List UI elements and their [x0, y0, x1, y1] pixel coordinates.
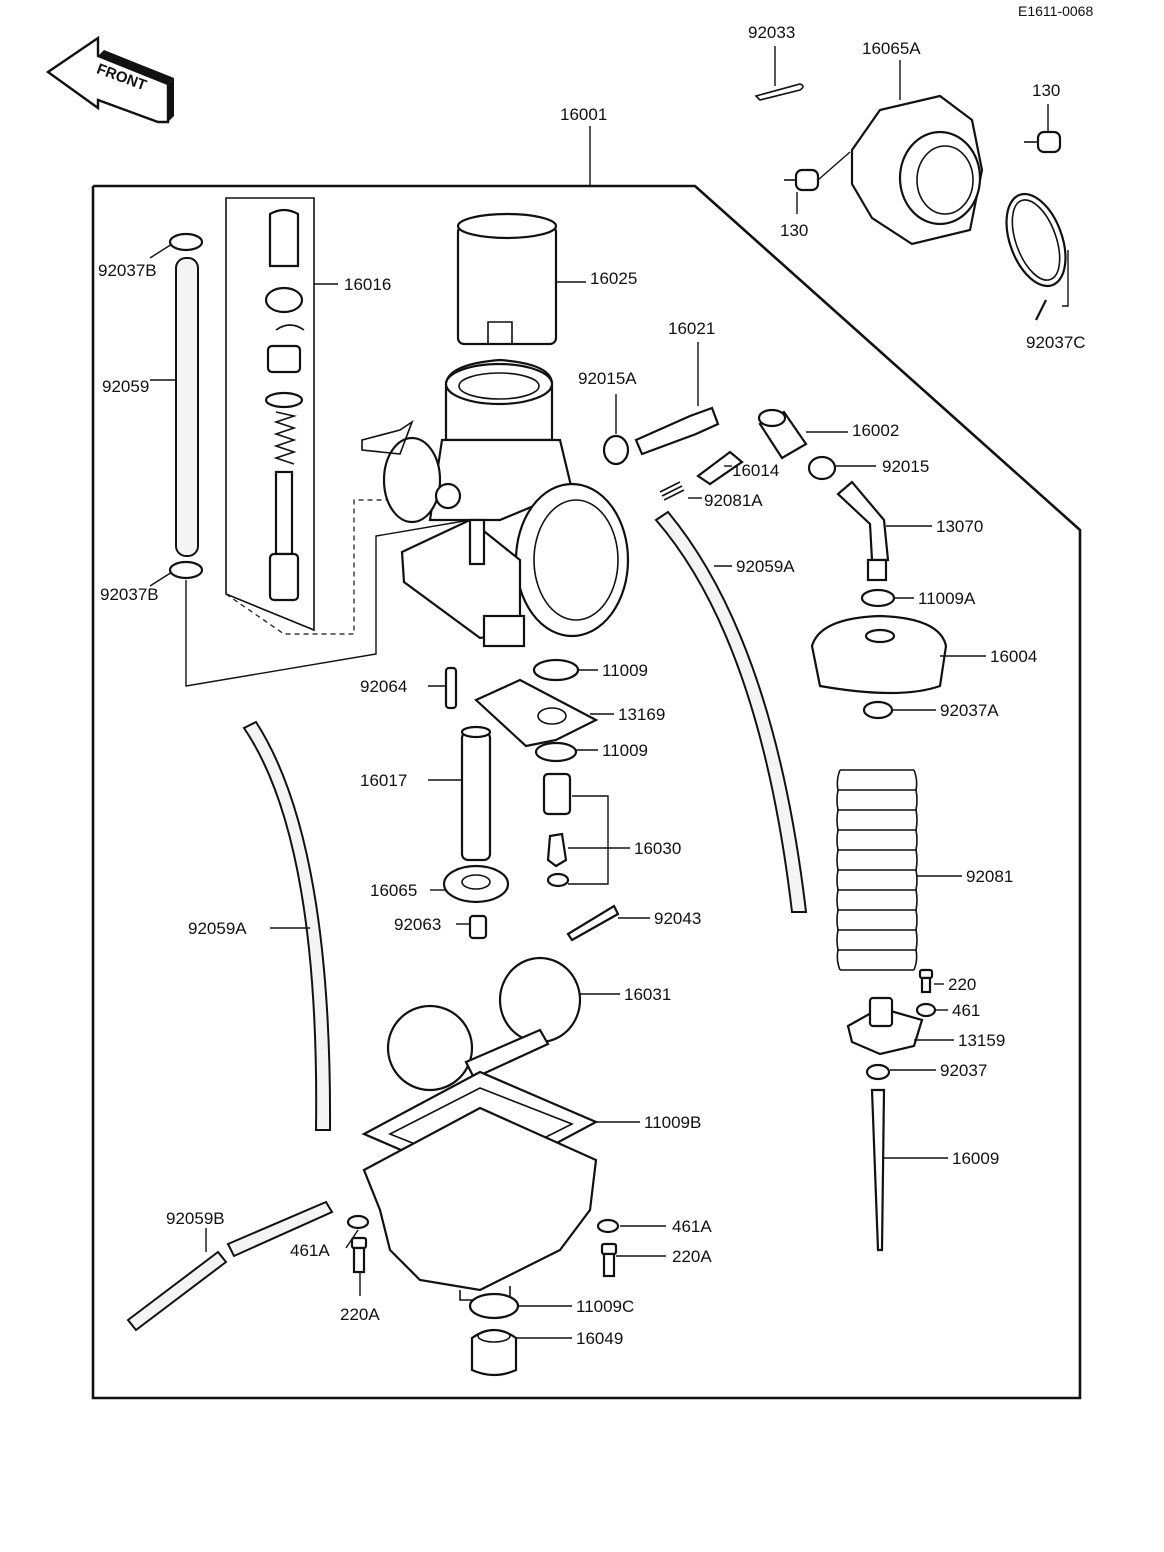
label-92081: 92081	[966, 867, 1013, 886]
float-16031-icon	[386, 956, 620, 1092]
washer-461A-left-icon	[345, 1214, 370, 1249]
label-461A-left: 461A	[290, 1241, 330, 1260]
adjuster-16014-icon	[696, 450, 744, 486]
clip-92037B-bottom-icon	[149, 519, 471, 687]
tube-92059A-right-icon	[654, 510, 808, 913]
nut-92015A-icon	[602, 394, 630, 466]
label-16021: 16021	[668, 319, 715, 338]
label-130-top: 130	[1032, 81, 1060, 100]
label-11009-top: 11009	[602, 661, 648, 680]
label-461: 461	[952, 1001, 980, 1020]
tube-92059-icon	[150, 257, 199, 557]
label-16017: 16017	[360, 771, 407, 790]
carburetor-body-icon	[361, 358, 630, 648]
spring-92081A-icon	[659, 481, 702, 501]
washer-461A-right-icon	[596, 1218, 666, 1234]
tube-92059A-left-icon	[242, 720, 332, 1131]
label-16004: 16004	[990, 647, 1037, 666]
label-13070: 13070	[936, 517, 983, 536]
label-11009C: 11009C	[576, 1297, 634, 1316]
pin-92033-icon	[754, 46, 804, 101]
plug-16049-icon	[470, 1328, 572, 1377]
screw-220A-left-icon	[350, 1236, 368, 1296]
valve-seat-16030-icon	[542, 772, 630, 888]
tube-92059B-icon	[126, 1200, 334, 1332]
screw-130-top-icon	[1024, 104, 1062, 154]
clamp-92037C-icon	[1005, 192, 1069, 321]
label-92037A: 92037A	[940, 701, 999, 720]
spring-92081-icon	[836, 769, 962, 971]
label-92059: 92059	[102, 377, 149, 396]
clip-92037A-icon	[862, 700, 936, 720]
label-92064: 92064	[360, 677, 407, 696]
cap-16002-icon	[757, 408, 848, 460]
label-16049: 16049	[576, 1329, 623, 1348]
label-13169: 13169	[618, 705, 665, 724]
label-16065: 16065	[370, 881, 417, 900]
nut-92015-icon	[807, 455, 876, 481]
label-92015A: 92015A	[578, 369, 637, 388]
assembly-frame	[91, 126, 1082, 1400]
label-11009A: 11009A	[918, 589, 976, 608]
screw-92043-icon	[566, 904, 650, 942]
throttle-valve-16025-icon	[456, 212, 586, 346]
label-461A-right: 461A	[672, 1217, 712, 1236]
label-220: 220	[948, 975, 976, 994]
label-92033: 92033	[748, 23, 795, 42]
label-92037B-bottom: 92037B	[100, 585, 159, 604]
label-16016: 16016	[344, 275, 391, 294]
label-220A-right: 220A	[672, 1247, 712, 1266]
label-16014: 16014	[732, 461, 779, 480]
label-92043: 92043	[654, 909, 701, 928]
plate-13159-icon	[846, 996, 954, 1056]
label-92037B-top: 92037B	[98, 261, 157, 280]
label-92059A-left: 92059A	[188, 919, 247, 938]
label-16065A: 16065A	[862, 39, 921, 58]
top-cap-16004-icon	[810, 614, 986, 695]
label-11009-bottom: 11009	[602, 741, 648, 760]
washer-11009A-icon	[860, 588, 914, 608]
label-11009B: 11009B	[644, 1113, 701, 1132]
label-92037: 92037	[940, 1061, 987, 1080]
label-16009: 16009	[952, 1149, 999, 1168]
label-220A-left: 220A	[340, 1305, 380, 1324]
label-16025: 16025	[590, 269, 637, 288]
screw-16021-icon	[634, 342, 720, 456]
gasket-13169-icon	[474, 678, 614, 748]
label-92059A-right: 92059A	[736, 557, 795, 576]
holder-16065-icon	[430, 864, 510, 904]
holder-16065A-icon	[850, 60, 984, 246]
front-arrow-icon: FRONT	[45, 35, 174, 124]
screw-220-icon	[918, 968, 944, 994]
washer-11009-top-icon	[532, 658, 598, 682]
label-16001: 16001	[560, 105, 607, 124]
jet-92063-icon	[456, 914, 488, 940]
screw-220A-right-icon	[600, 1242, 666, 1278]
label-92037C: 92037C	[1026, 333, 1086, 352]
document-id: E1611-0068	[1018, 3, 1093, 19]
needle-jet-16017-icon	[428, 725, 492, 862]
washer-11009-bottom-icon	[534, 741, 598, 763]
label-16030: 16030	[634, 839, 681, 858]
elbow-13070-icon	[836, 480, 932, 582]
clip-92037-icon	[865, 1063, 936, 1081]
label-92063: 92063	[394, 915, 441, 934]
label-130-bottom: 130	[780, 221, 808, 240]
label-16031: 16031	[624, 985, 671, 1004]
label-92015: 92015	[882, 457, 929, 476]
needle-16009-icon	[870, 1088, 948, 1252]
o-ring-11009C-icon	[468, 1292, 572, 1320]
clip-92037B-top-icon	[149, 232, 204, 259]
needle-kit-16016-icon	[225, 197, 470, 635]
label-16002: 16002	[852, 421, 899, 440]
washer-461-icon	[915, 1002, 948, 1018]
label-13159: 13159	[958, 1031, 1005, 1050]
screw-130-bottom-icon	[784, 151, 851, 214]
label-92059B: 92059B	[166, 1209, 225, 1228]
label-92081A: 92081A	[704, 491, 763, 510]
screw-92064-icon	[428, 666, 458, 710]
